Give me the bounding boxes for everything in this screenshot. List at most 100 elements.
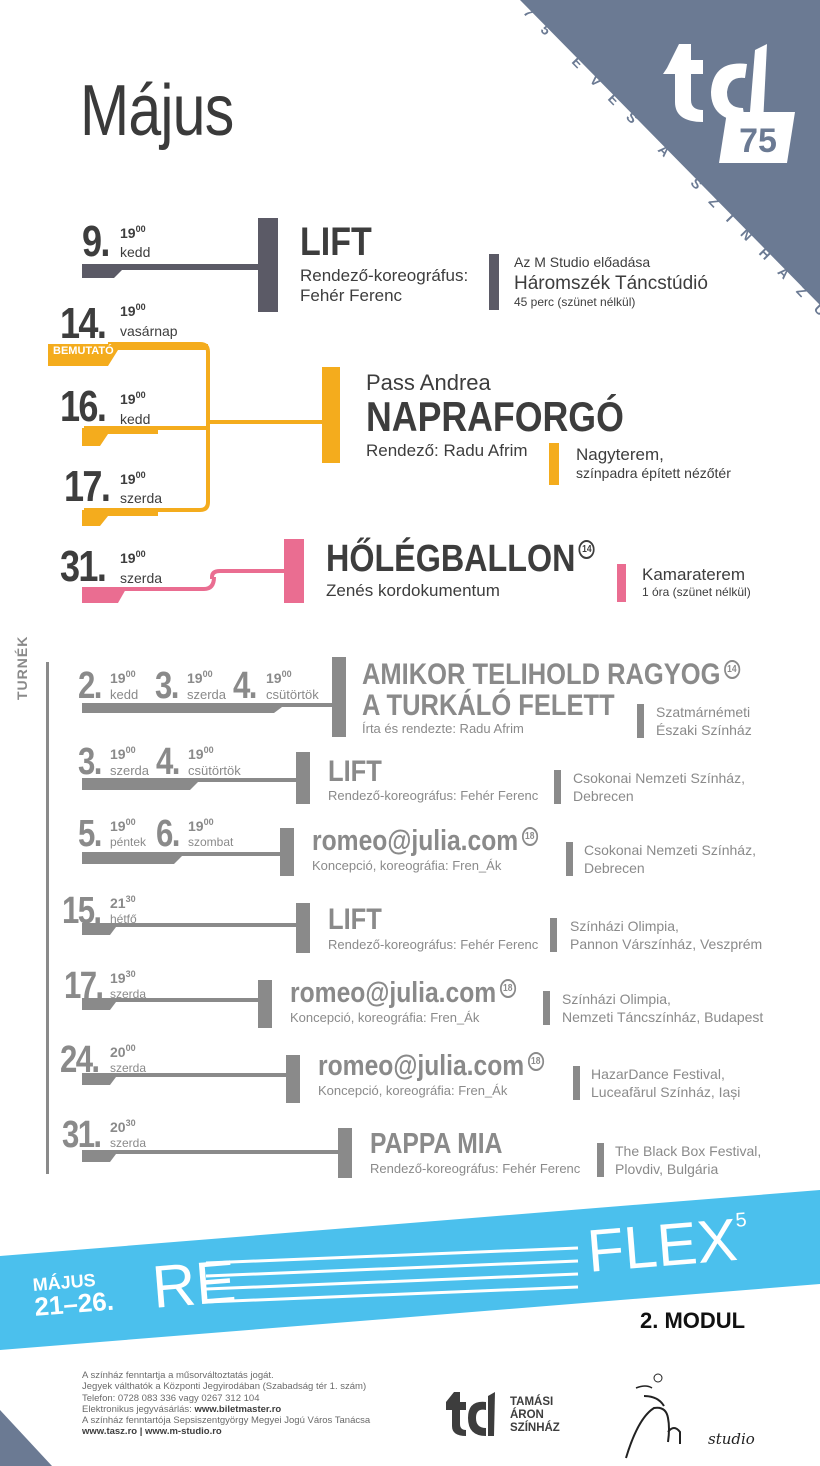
tour-venue: Csokonai Nemzeti Színház,Debrecen xyxy=(584,842,756,876)
tour-time: 1900 xyxy=(188,817,214,834)
premiere-badge: BEMUTATÓ xyxy=(53,345,114,357)
corner-triangle-bottom xyxy=(0,1410,52,1466)
venue-bar xyxy=(543,991,550,1025)
event-title: NAPRAFORGÓ xyxy=(366,393,624,440)
tour-weekday: szombat xyxy=(188,835,234,849)
tour-date: 31. xyxy=(62,1114,102,1156)
tour-credit: Koncepció, koreográfia: Fren_Ák xyxy=(318,1083,508,1098)
tour-label: TURNÉK xyxy=(14,635,30,700)
tour-venue: Színházi Olimpia,Nemzeti Táncszínház, Bu… xyxy=(562,991,764,1025)
tour-weekday: péntek xyxy=(110,835,147,849)
tour-title: PAPPA MIA xyxy=(370,1128,503,1160)
tour-date: 5. xyxy=(78,813,102,855)
tour-date: 3. xyxy=(155,665,179,707)
event-time: 1900 xyxy=(120,549,146,566)
tour-time: 1900 xyxy=(110,817,136,834)
reflex-logo-flex: FLEX5 xyxy=(584,1205,748,1285)
event-date: 14. xyxy=(60,299,107,348)
timeline-connector xyxy=(82,539,304,603)
event-weekday: szerda xyxy=(120,570,163,586)
event-bar xyxy=(322,367,340,463)
tour-credit: Rendező-koreográfus: Fehér Ferenc xyxy=(328,788,539,803)
reflex-logo-r: RE xyxy=(149,1247,239,1321)
tour-weekday: hétfő xyxy=(110,912,137,926)
timeline-connector xyxy=(82,218,278,312)
tour-date: 24. xyxy=(60,1039,100,1081)
website-links[interactable]: www.tasz.ro | www.m-studio.ro xyxy=(82,1426,222,1438)
event-venue: Nagyterem, színpadra épített nézőtér xyxy=(576,445,731,482)
venue-bar xyxy=(554,770,561,804)
tour-weekday: szerda xyxy=(187,687,227,702)
tour-credit: Rendező-koreográfus: Fehér Ferenc xyxy=(370,1161,581,1176)
tour-weekday: szerda xyxy=(110,987,147,1001)
tour-venue: Csokonai Nemzeti Színház,Debrecen xyxy=(573,770,745,804)
age-rating-badge: 14 xyxy=(578,540,595,559)
event-time: 1900 xyxy=(120,470,146,487)
tour-date: 3. xyxy=(78,741,102,783)
tour-weekday: csütörtök xyxy=(188,763,241,778)
tour-credit: Rendező-koreográfus: Fehér Ferenc xyxy=(328,937,539,952)
event-credit: Rendező-koreográfus:Fehér Ferenc xyxy=(300,266,469,306)
tour-weekday: kedd xyxy=(110,687,139,702)
event-venue: Az M Studio előadása Háromszék Táncstúdi… xyxy=(514,254,708,310)
tour-credit: Koncepció, koreográfia: Fren_Ák xyxy=(290,1010,480,1025)
event-weekday: kedd xyxy=(120,411,151,427)
timeline-connector xyxy=(82,752,310,804)
tour-time: 1900 xyxy=(187,669,213,686)
venue-bar xyxy=(550,918,557,952)
venue-bar xyxy=(573,1066,580,1100)
venue-bar xyxy=(566,842,573,876)
ta-75-logo: 75 xyxy=(663,44,795,163)
event-credit: Rendező: Radu Afrim xyxy=(366,441,528,460)
age-rating-badge: 18 xyxy=(499,979,516,998)
ticket-link[interactable]: www.biletmaster.ro xyxy=(194,1403,282,1415)
reflex-module: 2. MODUL xyxy=(640,1308,746,1333)
event-weekday: szerda xyxy=(120,490,163,506)
event-author: Pass Andrea xyxy=(366,370,491,395)
timeline-connector xyxy=(82,1055,300,1103)
tour-weekday: csütörtök xyxy=(266,687,319,702)
event-weekday: kedd xyxy=(120,244,151,260)
reflex-banner xyxy=(0,1190,820,1350)
tour-title: LIFT xyxy=(328,903,382,936)
tour-venue: HazarDance Festival,Luceafărul Színház, … xyxy=(591,1066,741,1100)
event-date: 16. xyxy=(60,382,107,431)
page-title: Május xyxy=(80,71,234,151)
tour-venue: Színházi Olimpia,Pannon Várszínház, Vesz… xyxy=(570,918,763,952)
tamasi-aron-logo-icon xyxy=(446,1392,495,1436)
event-time: 1900 xyxy=(120,390,146,407)
venue-bar xyxy=(597,1143,604,1177)
timeline-connector xyxy=(82,657,346,737)
svg-text:75: 75 xyxy=(739,122,777,160)
event-date: 31. xyxy=(60,542,107,591)
tour-venue: The Black Box Festival,Plovdiv, Bulgária xyxy=(615,1143,762,1177)
tour-weekday: szerda xyxy=(110,1136,147,1150)
tour-time: 2000 xyxy=(110,1043,136,1060)
reflex-dates: MÁJUS 21–26. xyxy=(31,1269,115,1322)
tour-time: 1900 xyxy=(110,669,136,686)
tour-time: 2130 xyxy=(110,894,136,911)
tour-date: 4. xyxy=(156,741,180,783)
timeline-connector xyxy=(82,1128,352,1178)
tour-credit: Írta és rendezte: Radu Afrim xyxy=(362,721,524,736)
tour-time: 1930 xyxy=(110,969,136,986)
timeline-connector xyxy=(82,903,310,953)
tour-timeline xyxy=(46,662,49,1174)
event-weekday: vasárnap xyxy=(120,323,178,339)
tour-time: 1900 xyxy=(188,745,214,762)
venue-bar xyxy=(549,443,559,485)
tour-date: 6. xyxy=(156,813,180,855)
venue-bar xyxy=(617,564,626,602)
event-venue: Kamaraterem 1 óra (szünet nélkül) xyxy=(642,565,751,600)
tour-date: 4. xyxy=(233,665,257,707)
event-time: 1900 xyxy=(120,302,146,319)
event-time: 1900 xyxy=(120,224,146,241)
tour-weekday: szerda xyxy=(110,763,150,778)
venue-bar xyxy=(637,704,644,738)
tour-weekday: szerda xyxy=(110,1061,147,1075)
m-studio-logo-text: studio xyxy=(708,1430,755,1448)
